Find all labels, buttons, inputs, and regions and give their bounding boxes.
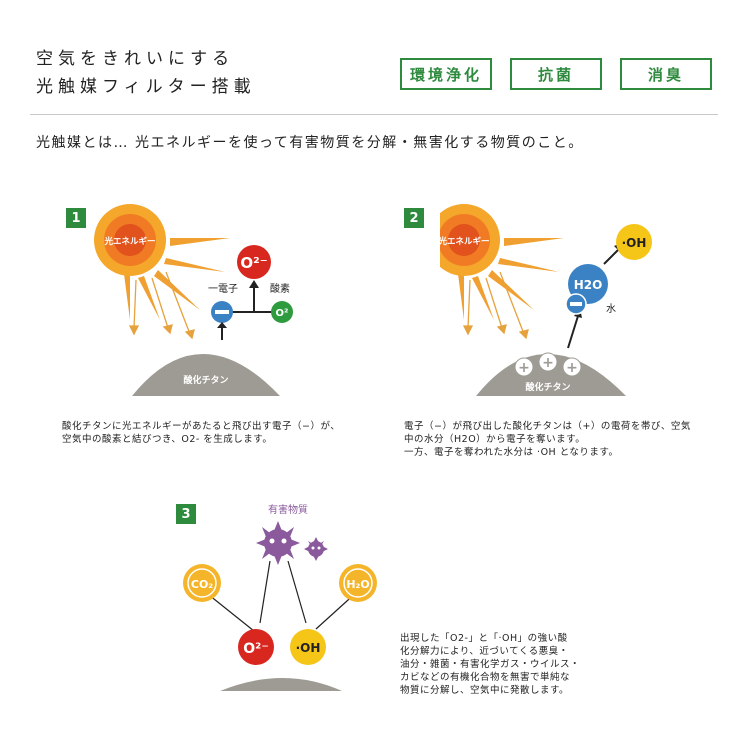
svg-text:O²⁻: O²⁻ bbox=[240, 254, 267, 272]
titanium-oxide-ground bbox=[132, 354, 280, 396]
germ-icon bbox=[304, 537, 328, 561]
titanium-oxide-ground bbox=[220, 678, 342, 691]
oh-circle bbox=[290, 629, 326, 665]
step3-number: 3 bbox=[176, 504, 196, 524]
svg-text:O²⁻: O²⁻ bbox=[243, 641, 268, 657]
svg-text:·OH: ·OH bbox=[622, 236, 647, 250]
header-title-line1: 空気をきれいにする bbox=[36, 49, 235, 69]
sun-rays bbox=[124, 238, 230, 320]
o2-minus-circle bbox=[237, 245, 271, 279]
svg-text:+: + bbox=[542, 355, 554, 371]
step1-number: 1 bbox=[66, 208, 86, 228]
harmful-label: 有害物質 bbox=[268, 503, 308, 516]
step2-description: 電子（−）が飛び出した酸化チタンは（+）の電荷を帯び、空気 中の水分（H2O）か… bbox=[404, 421, 691, 458]
oxygen-label: 酸素 bbox=[270, 282, 290, 295]
step1-description: 酸化チタンに光エネルギーがあたると飛び出す電子（−）が、 空気中の酸素と結びつき… bbox=[62, 421, 341, 445]
svg-text:H2O: H2O bbox=[574, 278, 603, 292]
step2-diagram: 光エネルギー 酸化チタン + + + H2O 水 ·OH bbox=[440, 204, 652, 396]
svg-text:+: + bbox=[566, 360, 578, 376]
ground-label: 酸化チタン bbox=[525, 381, 570, 393]
step2-number: 2 bbox=[404, 208, 424, 228]
o2-minus-circle bbox=[238, 629, 274, 665]
step3-description: 出現した「O2-」と「·OH」の強い酸 化分解力により、近づいてくる悪臭・ 油分… bbox=[400, 633, 581, 696]
badge-environment: 環境浄化 bbox=[400, 58, 492, 90]
ground-label: 酸化チタン bbox=[183, 374, 228, 386]
oh-circle bbox=[616, 224, 652, 260]
badge-antibacterial: 抗菌 bbox=[510, 58, 602, 90]
step3-diagram: 有害物質 CO₂ H₂O O²⁻ ·OH bbox=[183, 503, 377, 691]
oxygen-circle bbox=[271, 301, 293, 323]
intro-text: 光触媒とは… 光エネルギーを使って有害物質を分解・無害化する物質のこと。 bbox=[36, 135, 584, 151]
divider bbox=[30, 114, 718, 115]
water-label: 水 bbox=[606, 303, 616, 315]
header-title-line2: 光触媒フィルター搭載 bbox=[36, 77, 256, 97]
plus-charges: + + + bbox=[514, 352, 582, 377]
electron-label: 一電子 bbox=[208, 283, 238, 295]
svg-text:·OH: ·OH bbox=[296, 641, 321, 655]
svg-text:+: + bbox=[518, 360, 530, 376]
titanium-oxide-ground bbox=[476, 354, 626, 396]
sun-label: 光エネルギー bbox=[440, 236, 490, 247]
germ-icon bbox=[256, 521, 300, 565]
svg-text:H₂O: H₂O bbox=[346, 578, 369, 591]
svg-text:CO₂: CO₂ bbox=[191, 578, 213, 591]
step1-diagram: 光エネルギー 酸化チタン O²⁻ 一電子 酸素 O² bbox=[94, 204, 293, 396]
svg-text:O²: O² bbox=[276, 308, 289, 319]
sun-label: 光エネルギー bbox=[103, 236, 155, 247]
badge-deodorize: 消臭 bbox=[620, 58, 712, 90]
